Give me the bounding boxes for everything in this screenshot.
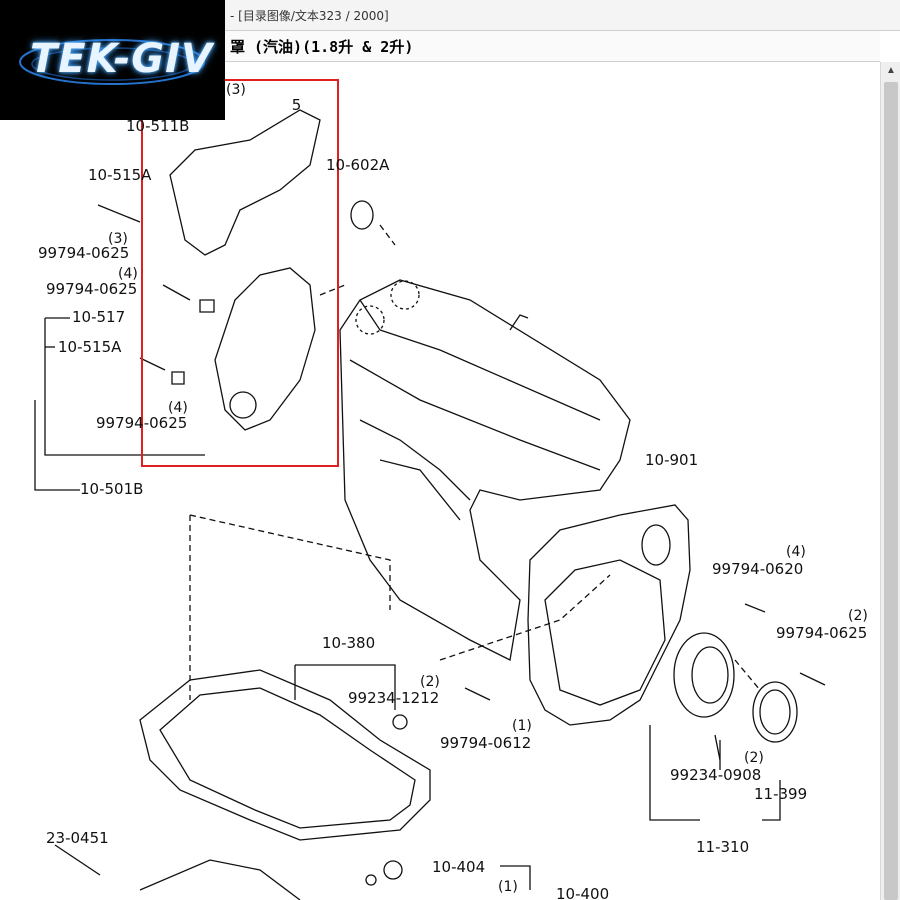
diagram-caption: 罩 (汽油)(1.8升 & 2升)	[230, 38, 414, 56]
quantity-label: (4)	[786, 544, 806, 560]
catalog-path: - [目录图像/文本323 / 2000]	[230, 9, 389, 23]
part-label[interactable]: 99794-0625	[46, 280, 137, 298]
vertical-scrollbar[interactable]: ▲	[880, 62, 900, 900]
part-label[interactable]: 10-501B	[80, 480, 143, 498]
part-label[interactable]: 10-515A	[88, 166, 152, 184]
part-label[interactable]: 10-511B	[126, 117, 189, 135]
scroll-up-arrow-icon[interactable]: ▲	[886, 65, 896, 76]
brand-logo: TEK-GIV	[0, 0, 225, 120]
logo-text: TEK-GIV	[30, 36, 213, 82]
part-label[interactable]: 10-400	[556, 885, 609, 900]
part-label[interactable]: 10-404	[432, 858, 485, 876]
part-label[interactable]: 99234-0908	[670, 766, 761, 784]
diagram-linework	[35, 110, 825, 900]
highlight-box	[142, 80, 338, 466]
logo-swoosh	[0, 0, 225, 120]
quantity-label: (3)	[108, 231, 128, 247]
part-label[interactable]: 99794-0625	[96, 414, 187, 432]
scroll-thumb[interactable]	[884, 82, 898, 900]
quantity-label: (1)	[512, 718, 532, 734]
part-label[interactable]: 10-515A	[58, 338, 122, 356]
part-label[interactable]: 10-901	[645, 451, 698, 469]
quantity-label: (1)	[498, 879, 518, 895]
quantity-label: (4)	[168, 400, 188, 416]
quantity-label: (3)	[226, 82, 246, 98]
part-label[interactable]: 99794-0620	[712, 560, 803, 578]
part-label[interactable]: 99794-0612	[440, 734, 531, 752]
quantity-label: (4)	[118, 266, 138, 282]
part-label[interactable]: 99234-1212	[348, 689, 439, 707]
part-label[interactable]: 10-517	[72, 308, 125, 326]
parts-diagram: 10-511B 10-515A (3) 99794-0625 (3) 99794…	[0, 62, 868, 900]
part-label[interactable]: 23-0451	[46, 829, 109, 847]
part-label[interactable]: 11-310	[696, 838, 749, 856]
part-label[interactable]: 99794-0625	[776, 624, 867, 642]
part-label[interactable]: 10-380	[322, 634, 375, 652]
quantity-label: (2)	[744, 750, 764, 766]
part-label[interactable]: 11-399	[754, 785, 807, 803]
quantity-label: (2)	[848, 608, 868, 624]
part-label[interactable]: 99794-0625	[38, 244, 129, 262]
part-label[interactable]: 10-602A	[326, 156, 390, 174]
quantity-label: (2)	[420, 674, 440, 690]
